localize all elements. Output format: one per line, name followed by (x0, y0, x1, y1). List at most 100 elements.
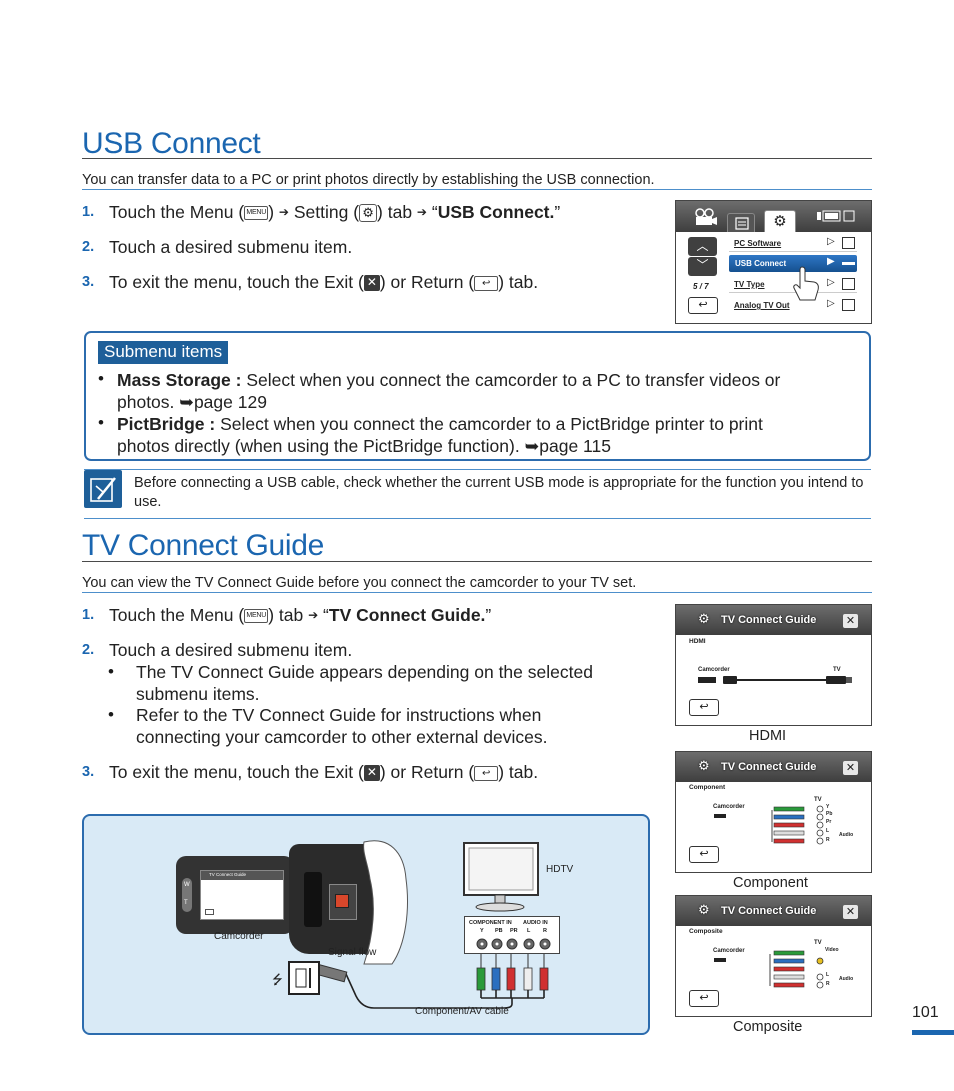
tv-sub-bullet-1: The TV Connect Guide appears depending o… (136, 662, 593, 704)
screen-header: ⚙ TV Connect Guide ✕ (676, 896, 871, 926)
bullet: • (98, 369, 104, 388)
screen-header: ⚙ (676, 201, 871, 232)
play-icon: ▷ (827, 277, 835, 288)
tv-connect-guide-title: TV Connect Guide (82, 529, 324, 562)
screen-header: ⚙ TV Connect Guide ✕ (676, 605, 871, 635)
scroll-down-button[interactable]: ﹀ (688, 257, 717, 276)
bullet: • (108, 662, 114, 681)
submenu-pictbridge: PictBridge : Select when you connect the… (117, 414, 763, 456)
chevron-up-icon: ︿ (696, 239, 709, 253)
return-button[interactable]: ↩ (688, 297, 718, 314)
hdtv-illustration (463, 842, 539, 912)
usb-connect-screen: ⚙ ︿ ﹀ 5 / 7 ↩ PC Software ▷ USB Connect … (675, 200, 872, 324)
note-top-rule (84, 469, 871, 470)
bullet: • (108, 705, 114, 724)
tv-step-1: 1. Touch the Menu (MENU) tab ➔ “TV Conne… (82, 605, 492, 625)
intro-rule (82, 592, 872, 593)
arrow-right-icon: ➔ (308, 608, 319, 622)
title-rule (82, 158, 872, 159)
camcorder-lcd-screen: TV Connect Guide (200, 870, 284, 920)
submenu-mass-storage: Mass Storage : Select when you connect t… (117, 370, 781, 412)
connection-diagram: HDTV COMPONENT IN AUDIO IN Y PB PR L R (82, 814, 650, 1035)
play-icon: ▶ (827, 256, 835, 267)
usb-step-1: 1. Touch the Menu (MENU) ➔ Setting (⚙) t… (82, 202, 561, 223)
battery-icon (817, 210, 855, 222)
submenu-items-box (84, 331, 871, 461)
av-jack-highlight (335, 894, 349, 908)
menu-icon: MENU (244, 206, 269, 221)
usb-icon (842, 262, 855, 265)
return-button[interactable]: ↩ (689, 846, 719, 863)
gear-icon: ⚙ (698, 902, 710, 917)
submenu-items-tag: Submenu items (98, 341, 229, 364)
chevron-down-icon: ﹀ (696, 258, 709, 272)
arrow-right-icon: ➔ (416, 205, 427, 219)
tab-setting[interactable]: ⚙ (764, 210, 796, 232)
return-icon: ↩ (474, 765, 499, 781)
usb-intro: You can transfer data to a PC or print p… (82, 172, 655, 188)
tv-step-2: 2. Touch a desired submenu item. (82, 640, 353, 660)
cable-label: Component/AV cable (415, 1006, 509, 1017)
jack-panel: COMPONENT IN AUDIO IN Y PB PR L R (464, 916, 560, 954)
list-icon (735, 217, 749, 230)
screen-header: ⚙ TV Connect Guide ✕ (676, 752, 871, 782)
usb-connect-title: USB Connect (82, 127, 261, 160)
hdmi-guide-screen: ⚙ TV Connect Guide ✕ HDMI Camcorder TV ↩ (675, 604, 872, 726)
return-button[interactable]: ↩ (689, 699, 719, 716)
camcorder-lcd-panel: W T TV Connect Guide (176, 856, 294, 934)
av-cable: ⭍ (272, 954, 549, 1009)
movie-camera-icon (695, 208, 717, 225)
return-icon: ↩ (474, 275, 499, 291)
pc-software-icon (842, 237, 855, 249)
close-button[interactable]: ✕ (843, 761, 858, 775)
page-ref-icon: ➥ (179, 392, 194, 412)
note-bottom-rule (84, 518, 871, 519)
page-ref-115[interactable]: page 115 (539, 436, 611, 456)
intro-rule (82, 189, 872, 190)
tv-sub-bullet-2: Refer to the TV Connect Guide for instru… (136, 705, 548, 747)
play-icon: ▷ (827, 236, 835, 247)
composite-guide-screen: ⚙ TV Connect Guide ✕ Composite Camcorder… (675, 895, 872, 1017)
page-number: 101 (912, 1004, 939, 1021)
camcorder-label: Camcorder (214, 931, 264, 942)
title-rule (82, 561, 872, 562)
page-counter: 5 / 7 (693, 282, 709, 291)
close-button[interactable]: ✕ (843, 614, 858, 628)
page-accent-bar (912, 1030, 954, 1035)
signal-flow-label: Signal flow (328, 947, 377, 958)
composite-cable (714, 950, 824, 989)
composite-caption: Composite (733, 1019, 803, 1035)
return-button[interactable]: ↩ (689, 990, 719, 1007)
page-ref-129[interactable]: page 129 (193, 392, 267, 412)
page-ref-icon: ➥ (524, 436, 540, 456)
menu-item-tv-type[interactable]: TV Type ▷ (729, 276, 857, 293)
arrow-right-icon: ➔ (278, 205, 289, 219)
svg-text:⭍: ⭍ (272, 973, 283, 988)
tv-step-3: 3. To exit the menu, touch the Exit (✕) … (82, 762, 539, 782)
tv-type-icon (842, 278, 855, 290)
menu-icon: MENU (244, 609, 269, 624)
hdmi-caption: HDMI (749, 728, 787, 744)
hand-holding-illustration (363, 840, 408, 965)
play-icon: ▷ (827, 298, 835, 309)
hdtv-label: HDTV (546, 864, 574, 875)
close-button[interactable]: ✕ (843, 905, 858, 919)
gear-icon: ⚙ (698, 758, 710, 773)
menu-item-analog-tv-out[interactable]: Analog TV Out ▷ (729, 297, 857, 314)
component-guide-screen: ⚙ TV Connect Guide ✕ Component Camcorder… (675, 751, 872, 873)
scroll-up-button[interactable]: ︿ (688, 237, 717, 256)
menu-item-pc-software[interactable]: PC Software ▷ (729, 235, 857, 252)
exit-icon: ✕ (363, 765, 380, 782)
usb-note-text: Before connecting a USB cable, check whe… (134, 475, 864, 510)
usb-step-3: 3. To exit the menu, touch the Exit (✕) … (82, 272, 539, 292)
analog-tv-out-icon (842, 299, 855, 311)
jack-sockets (476, 938, 551, 950)
tv-intro: You can view the TV Connect Guide before… (82, 575, 637, 591)
hand-pointer-icon (793, 266, 819, 301)
note-icon (84, 470, 122, 508)
menu-item-usb-connect[interactable]: USB Connect ▶ (729, 255, 857, 272)
tab-menu[interactable] (727, 213, 755, 232)
usb-step-2: 2. Touch a desired submenu item. (82, 237, 353, 257)
component-caption: Component (733, 875, 808, 891)
bullet: • (98, 413, 104, 432)
